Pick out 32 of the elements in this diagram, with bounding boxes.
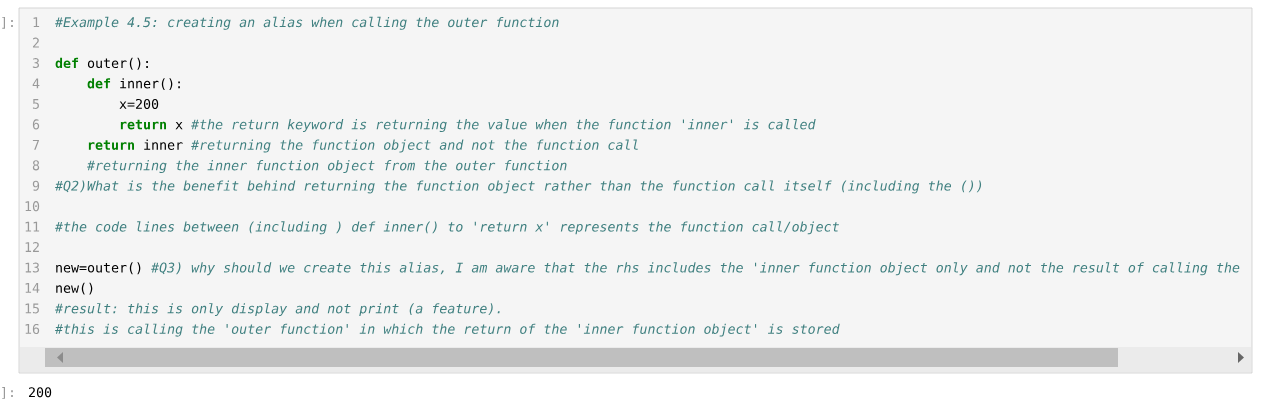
code-line: new=outer() #Q3) why should we create this alias, I am aware that the rhs includes the 'inner function object only and not the result of calling the xyxy=(56,262,1240,276)
code-line: #result: this is only display and not print (a feature). xyxy=(55,303,500,317)
prompt-label: ]: xyxy=(2,16,13,29)
code-line: def outer(): xyxy=(55,57,148,70)
line-number: 11 xyxy=(25,221,40,232)
line-number: 4 xyxy=(32,78,40,89)
line-number: 10 xyxy=(25,201,40,212)
line-number: 13 xyxy=(25,262,39,273)
line-number: 12 xyxy=(25,242,39,252)
line-number: 2 xyxy=(33,37,39,48)
code-line: #this is calling the 'outer function' in which the return of the 'inner function object' is stored xyxy=(55,323,840,337)
prompt-label: ]: xyxy=(2,387,13,399)
line-number: 1 xyxy=(33,17,40,27)
code-line: return inner #returning the function object and not the function call xyxy=(88,139,638,153)
line-number: 15 xyxy=(25,303,39,314)
code-line: x=200 xyxy=(119,98,159,109)
code-line: #Example 4.5: creating an alias when calling the outer function xyxy=(55,16,559,30)
code-line: #Q2)What is the benefit behind returning the function object rather than the function call itself (including the ()) xyxy=(55,180,982,194)
line-number: 8 xyxy=(32,160,40,171)
line-number: 14 xyxy=(25,283,40,293)
line-number: 6 xyxy=(32,119,40,130)
code-line: return x #the return keyword is returning the value when the function 'inner' is called xyxy=(120,119,816,133)
line-number: 7 xyxy=(32,140,39,150)
line-number: 5 xyxy=(32,99,39,109)
line-number: 3 xyxy=(32,58,39,69)
code-line: def inner(): xyxy=(87,78,180,91)
line-number: 16 xyxy=(25,323,40,334)
output-value: 200 xyxy=(29,387,52,398)
code-line: new() xyxy=(56,282,93,295)
code-line: #the code lines between (including ) def inner() to 'return x' represents the function call/object xyxy=(55,221,839,235)
code-line: #returning the inner function object from the outer function xyxy=(87,160,567,174)
line-number: 9 xyxy=(32,180,40,191)
